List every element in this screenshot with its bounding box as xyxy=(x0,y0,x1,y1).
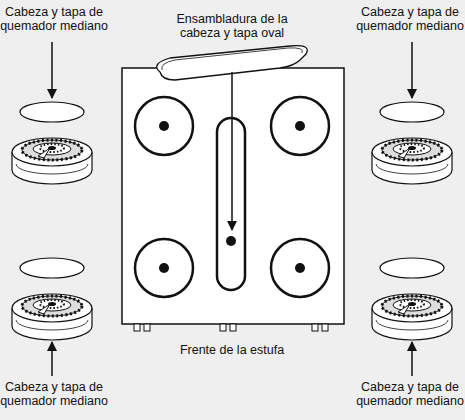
leader-arrow xyxy=(52,42,412,376)
part-label: Cabeza y tapa de quemador mediano xyxy=(356,5,464,33)
medium-burner xyxy=(372,258,452,340)
cooktop xyxy=(122,68,344,331)
front-label: Frente de la estufa xyxy=(140,343,324,357)
medium-burner xyxy=(12,258,92,340)
part-label: Cabeza y tapa de quemador mediano xyxy=(0,5,108,33)
medium-burner xyxy=(372,102,452,184)
part-label: Cabeza y tapa de quemador mediano xyxy=(356,380,464,408)
medium-burner xyxy=(12,102,92,184)
part-label: Cabeza y tapa de quemador mediano xyxy=(0,380,108,408)
part-label: Ensambladura de la cabeza y tapa oval xyxy=(160,12,304,40)
